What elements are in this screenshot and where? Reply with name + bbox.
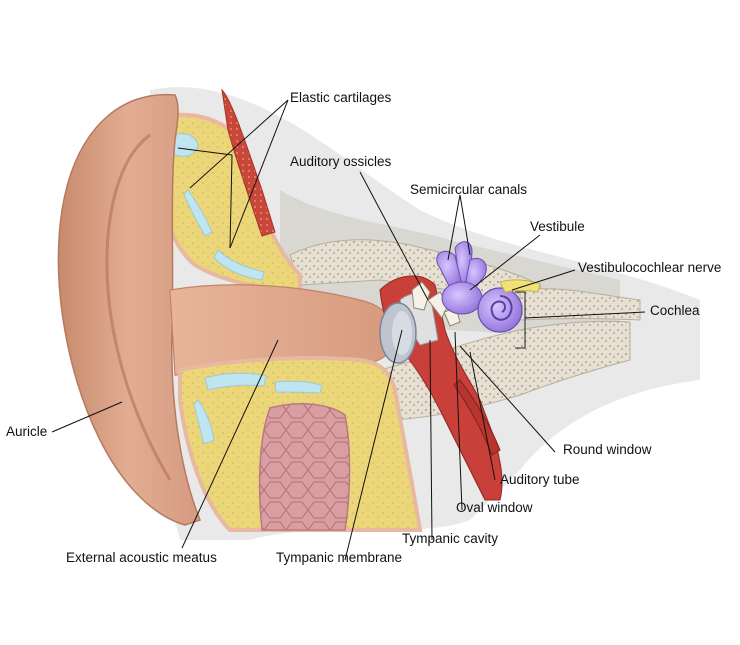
label-elastic-cartilages: Elastic cartilages (290, 90, 392, 105)
label-vestibule: Vestibule (530, 219, 585, 234)
lower-cartilage-shapes (193, 372, 323, 445)
inner-ear-shape (436, 241, 523, 333)
auricle-fold (105, 133, 172, 481)
auricle-shape (57, 93, 201, 526)
upper-cartilage-shapes (167, 133, 265, 281)
label-external-acoustic-meatus: External acoustic meatus (66, 550, 217, 565)
label-auditory-ossicles: Auditory ossicles (290, 154, 392, 169)
vestibulocochlear-nerve-shape (499, 279, 541, 293)
muscle-strip (221, 88, 276, 237)
petrous-bone (519, 288, 641, 321)
label-oval-window: Oval window (456, 500, 533, 515)
label-auditory-tube: Auditory tube (500, 472, 580, 487)
pointer-lines (51, 99, 646, 561)
label-vestibulocochlear-nerve: Vestibulocochlear nerve (578, 260, 722, 275)
cochlea-bracket (515, 291, 526, 349)
label-auricle: Auricle (6, 424, 48, 439)
parotid-gland (258, 403, 351, 531)
auditory-tube-shape (453, 379, 501, 456)
label-semicircular-canals: Semicircular canals (410, 182, 528, 197)
label-tympanic-cavity: Tympanic cavity (402, 531, 499, 546)
label-cochlea: Cochlea (650, 303, 700, 318)
label-round-window: Round window (563, 442, 652, 457)
label-tympanic-membrane: Tympanic membrane (276, 550, 403, 565)
